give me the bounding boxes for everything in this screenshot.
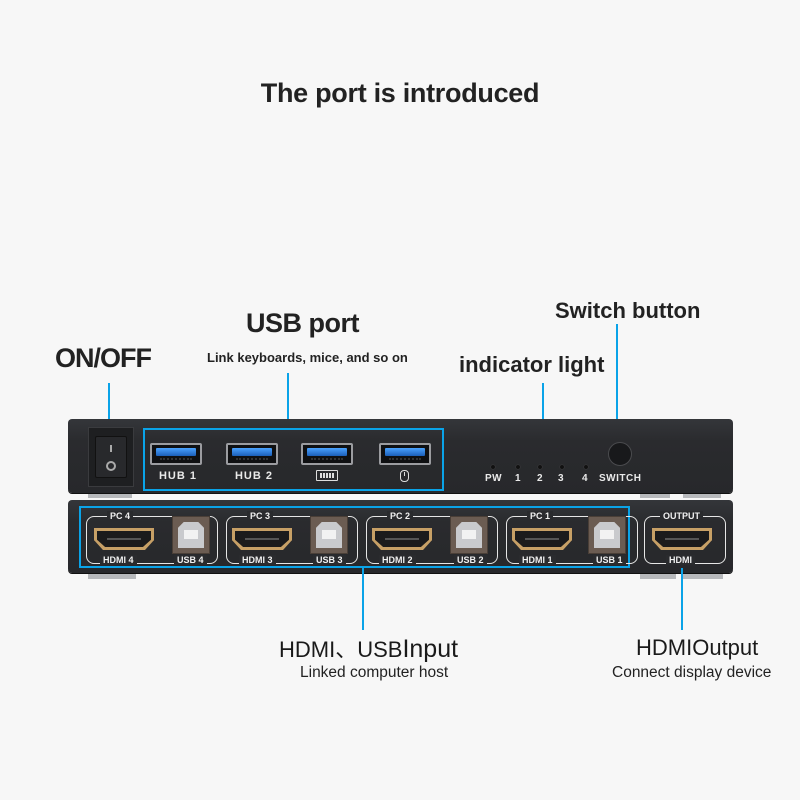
indicator-label: 2: [537, 473, 544, 484]
usb-b-input-4[interactable]: [172, 516, 210, 554]
hdmi-label: HDMI 2: [379, 555, 416, 565]
usb-b-input-3[interactable]: [310, 516, 348, 554]
hdmi-input-1[interactable]: [512, 528, 572, 550]
onoff-leader-line: [108, 383, 110, 436]
power-on-symbol: [110, 445, 112, 452]
usb-port-hub1[interactable]: [150, 443, 202, 465]
indicator-label: 3: [558, 473, 565, 484]
output-label: OUTPUT: [660, 511, 703, 521]
usb-port-hub2[interactable]: [226, 443, 278, 465]
pc2-port-group: [366, 516, 498, 564]
pc-label: PC 2: [387, 511, 414, 521]
keyboard-icon: [316, 470, 338, 481]
pc-label: PC 4: [107, 511, 134, 521]
device-foot: [88, 492, 132, 498]
indicator-light-callout: indicator light: [459, 352, 605, 377]
indicator-led-1: [516, 465, 520, 469]
indicator-label: PW: [485, 473, 503, 484]
switch-leader-line: [616, 324, 618, 436]
input-callout: HDMI、USBInput: [279, 632, 458, 664]
hdmi-input-2[interactable]: [372, 528, 432, 550]
pc-label: PC 1: [527, 511, 554, 521]
power-off-symbol: [106, 461, 116, 471]
usb-port-label: HUB 2: [234, 470, 273, 482]
input-description: Linked computer host: [300, 664, 449, 681]
switch-label: SWITCH: [599, 473, 642, 484]
switch-button-callout: Switch button: [555, 298, 701, 323]
usb-label: USB 2: [454, 555, 487, 565]
hdmi-output[interactable]: [652, 528, 712, 550]
usb-label: USB 4: [174, 555, 207, 565]
usb-port-mouse[interactable]: [379, 443, 431, 465]
switch-button[interactable]: [608, 442, 632, 466]
indicator-label: 1: [515, 473, 522, 484]
input-callout-suffix: Input: [402, 635, 459, 663]
indicator-led-2: [538, 465, 542, 469]
usb-leader-line: [287, 373, 289, 429]
usb-port-keyboard[interactable]: [301, 443, 353, 465]
usb-label: USB 3: [313, 555, 346, 565]
device-foot: [683, 492, 721, 498]
indicator-led-4: [584, 465, 588, 469]
output-callout-prefix: HDMI: [636, 635, 693, 660]
output-leader-line: [681, 568, 683, 630]
usb-port-highlight: [143, 428, 444, 491]
indicator-leader-line: [542, 383, 544, 436]
device-foot: [88, 573, 136, 579]
output-callout: HDMIOutput: [636, 635, 758, 661]
pc1-port-group: [506, 516, 638, 564]
device-foot: [640, 573, 676, 579]
input-callout-prefix: HDMI、USB: [279, 637, 403, 662]
usb-port-label: HUB 1: [158, 470, 197, 482]
indicator-led-3: [560, 465, 564, 469]
usb-port-description: Link keyboards, mice, and so on: [207, 350, 408, 365]
indicator-led-pw: [491, 465, 495, 469]
hdmi-label: HDMI 3: [239, 555, 276, 565]
input-ports-highlight: [79, 506, 630, 568]
usb-label: USB 1: [593, 555, 626, 565]
device-foot: [683, 573, 723, 579]
power-switch[interactable]: [95, 436, 127, 478]
indicator-label: 4: [582, 473, 589, 484]
hdmi-label: HDMI 1: [519, 555, 556, 565]
pc3-port-group: [226, 516, 358, 564]
pc4-port-group: [86, 516, 218, 564]
input-leader-line: [362, 568, 364, 630]
mouse-icon: [400, 470, 409, 482]
hdmi-input-3[interactable]: [232, 528, 292, 550]
usb-b-input-1[interactable]: [588, 516, 626, 554]
output-callout-suffix: Output: [692, 635, 759, 660]
pc-label: PC 3: [247, 511, 274, 521]
output-description: Connect display device: [612, 664, 772, 681]
onoff-callout: ON/OFF: [55, 343, 152, 373]
page-title: The port is introduced: [260, 78, 540, 108]
hdmi-input-4[interactable]: [94, 528, 154, 550]
hdmi-label: HDMI 4: [100, 555, 137, 565]
device-foot: [640, 492, 670, 498]
usb-b-input-2[interactable]: [450, 516, 488, 554]
output-hdmi-label: HDMI: [666, 555, 695, 565]
usb-port-callout: USB port: [246, 308, 360, 338]
